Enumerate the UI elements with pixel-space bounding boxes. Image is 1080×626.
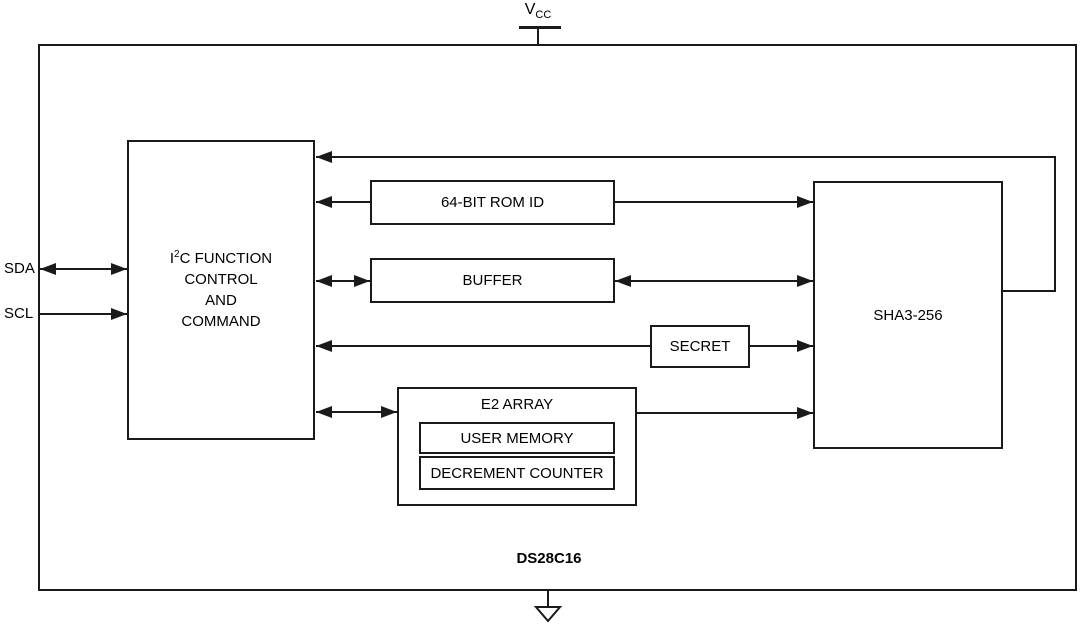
arrowhead-icon [797,196,813,208]
sda-line [40,268,127,270]
arrowhead-icon [111,263,127,275]
block-e2-array: E2 ARRAY USER MEMORY DECREMENT COUNTER [397,387,637,506]
block-rom-id: 64-BIT ROM ID [370,180,615,225]
block-sha3-256: SHA3-256 [813,181,1003,449]
e2-array-label: E2 ARRAY [480,396,554,413]
arrowhead-icon [797,275,813,287]
user-memory-label: USER MEMORY [460,429,574,447]
secret-to-sha3-line [750,345,813,347]
rom-id-to-sha3-line [615,201,813,203]
chip-name-label: DS28C16 [516,550,582,567]
ground-icon [534,606,562,623]
arrowhead-icon [381,406,397,418]
arrowhead-icon [316,151,332,163]
secret-to-i2c-line [316,345,650,347]
arrowhead-icon [316,340,332,352]
block-user-memory: USER MEMORY [419,422,615,454]
e2-array-to-sha3-line [637,412,813,414]
arrowhead-icon [354,275,370,287]
buffer-to-i2c-line [316,280,370,282]
arrowhead-icon [615,275,631,287]
arrowhead-icon [316,196,332,208]
feedback-line-top [316,156,1056,158]
arrowhead-icon [316,275,332,287]
pin-label-sda: SDA [4,260,35,277]
arrowhead-icon [111,308,127,320]
rom-id-label: 64-BIT ROM ID [440,194,545,211]
pin-label-scl: SCL [4,305,34,322]
feedback-line-vertical [1054,156,1056,292]
secret-label: SECRET [669,338,731,355]
vcc-label: VCC [524,1,552,22]
block-secret: SECRET [650,325,750,368]
e2-array-to-i2c-line [316,411,397,413]
buffer-to-sha3-line [615,280,813,282]
block-buffer: BUFFER [370,258,615,303]
i2c-block-label: I2C FUNCTION CONTROL AND COMMAND [169,249,273,331]
decrement-counter-label: DECREMENT COUNTER [430,464,604,482]
block-decrement-counter: DECREMENT COUNTER [419,456,615,490]
gnd-stub-line [547,589,549,606]
buffer-label: BUFFER [462,272,523,289]
arrowhead-icon [797,340,813,352]
feedback-line-bottom [1001,290,1056,292]
vcc-rail-icon [519,26,561,29]
scl-line [40,313,127,315]
block-i2c-function-control: I2C FUNCTION CONTROL AND COMMAND [127,140,315,440]
rom-id-to-i2c-line [316,201,370,203]
arrowhead-icon [40,263,56,275]
arrowhead-icon [797,407,813,419]
arrowhead-icon [316,406,332,418]
vcc-stub-line [537,29,539,45]
sha3-label: SHA3-256 [873,306,943,324]
